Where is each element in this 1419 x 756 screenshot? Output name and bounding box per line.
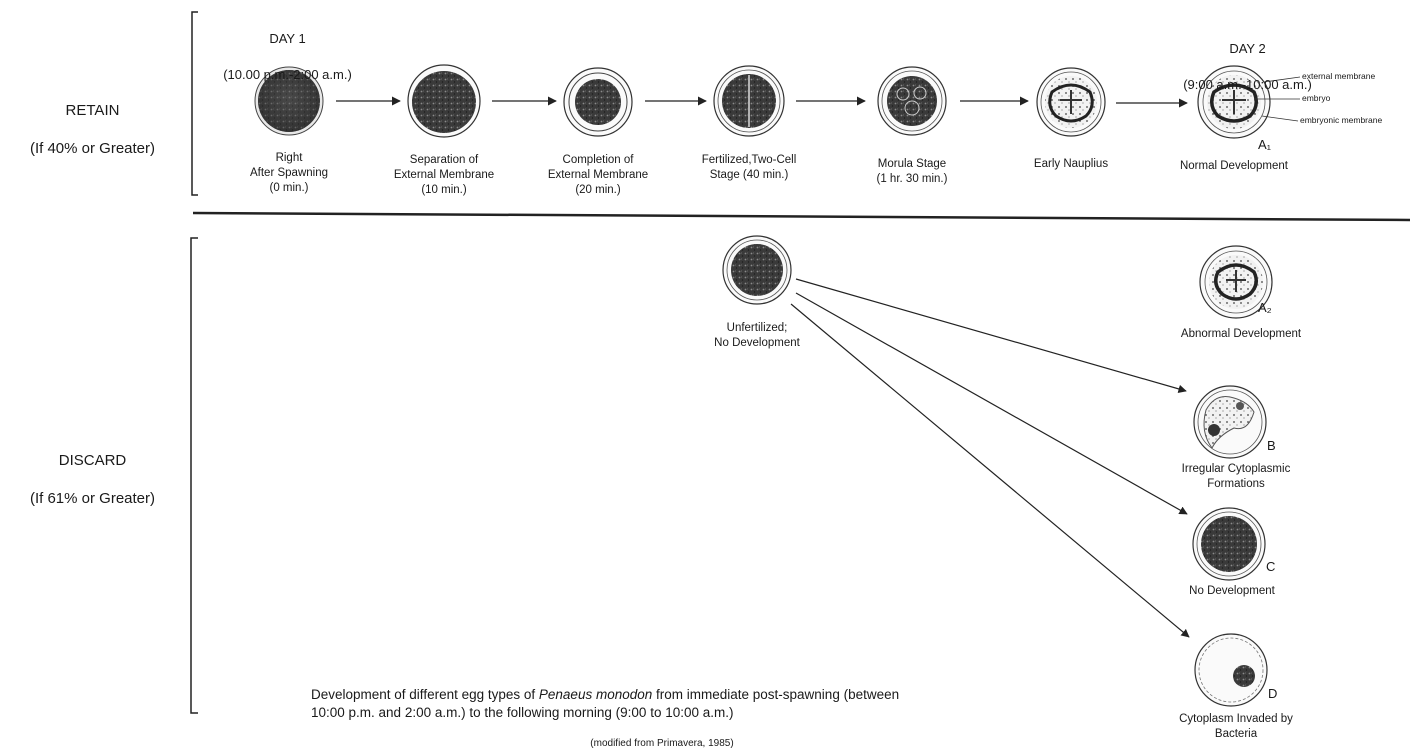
- unfertilized-label: Unfertilized; No Development: [714, 322, 800, 349]
- day1-header: DAY 1 (10.00 p.m.-2:00 a.m.): [195, 12, 380, 102]
- stage-label-5: Early Nauplius: [1033, 158, 1109, 170]
- egg-right-after-spawning: [254, 66, 324, 136]
- arrow-to-C: [795, 292, 1188, 515]
- discard-title: DISCARD: [58, 452, 127, 469]
- stage-label-2: Completion of External Membrane (20 min.…: [547, 154, 649, 196]
- outcome-label-C: No Development: [1189, 585, 1275, 597]
- egg-irregular-cytoplasmic: [1193, 385, 1267, 459]
- letter-A2: A₂: [1258, 300, 1272, 315]
- annotation-embryonic-membrane: embryonic membrane: [1300, 115, 1383, 125]
- day2-label: DAY 2: [1229, 41, 1266, 56]
- annotation-embryo: embryo: [1302, 93, 1331, 103]
- figure-source: (modified from Primavera, 1985): [590, 738, 734, 749]
- caption-pre: Development of different egg types of: [311, 687, 539, 702]
- retain-bracket: [191, 11, 198, 196]
- outcome-label-D: Cytoplasm Invaded by Bacteria: [1179, 713, 1293, 740]
- annotation-external-membrane: external membrane: [1302, 71, 1376, 81]
- letter-A1: A₁: [1258, 137, 1272, 152]
- day2-time: (9:00 a.m.-10:00 a.m.): [1183, 77, 1312, 92]
- outcome-label-B: Irregular Cytoplasmic Formations: [1181, 463, 1291, 490]
- egg-abnormal-development: [1199, 245, 1273, 319]
- figure-caption: Development of different egg types of Pe…: [311, 686, 1111, 722]
- day2-header: DAY 2 (9:00 a.m.-10:00 a.m.): [1160, 22, 1335, 112]
- egg-no-development: [1192, 507, 1266, 581]
- egg-morula-stage: [877, 66, 947, 136]
- stage-label-6: Normal Development: [1179, 160, 1288, 172]
- arrow-to-D: [790, 303, 1190, 638]
- stage-label-1: Separation of External Membrane (10 min.…: [393, 154, 495, 196]
- retain-heading: RETAIN (If 40% or Greater): [0, 82, 185, 177]
- day1-label: DAY 1: [269, 31, 306, 46]
- pointer-embryonic-membrane: [1261, 115, 1299, 122]
- discard-heading: DISCARD (If 61% or Greater): [0, 432, 185, 527]
- stage-label-3: Fertilized,Two-Cell Stage (40 min.): [701, 154, 797, 181]
- discard-condition: (If 61% or Greater): [29, 490, 156, 507]
- caption-post: from immediate post-spawning (between 10…: [311, 687, 900, 720]
- pointer-external-membrane: [1263, 76, 1301, 83]
- section-divider: [192, 211, 1411, 222]
- egg-normal-development: [1197, 65, 1271, 139]
- retain-condition: (If 40% or Greater): [29, 140, 156, 157]
- outcome-label-A2: Abnormal Development: [1180, 328, 1302, 340]
- egg-cytoplasm-invaded: [1194, 633, 1268, 707]
- stage-label-0: Right After Spawning (0 min.): [250, 152, 328, 194]
- discard-bracket: [190, 237, 198, 714]
- letter-B: B: [1267, 438, 1276, 453]
- egg-unfertilized: [722, 235, 792, 305]
- day1-time: (10.00 p.m.-2:00 a.m.): [223, 67, 352, 82]
- egg-two-cell-stage: [713, 65, 785, 137]
- letter-C: C: [1266, 559, 1276, 574]
- egg-completion-external-membrane: [563, 67, 633, 137]
- egg-early-nauplius: [1036, 67, 1106, 137]
- caption-species: Penaeus monodon: [538, 687, 653, 702]
- stage-label-4: Morula Stage (1 hr. 30 min.): [876, 158, 948, 185]
- egg-separation-external-membrane: [407, 64, 481, 138]
- letter-D: D: [1268, 686, 1278, 701]
- retain-title: RETAIN: [65, 102, 120, 119]
- arrow-to-B: [795, 278, 1187, 393]
